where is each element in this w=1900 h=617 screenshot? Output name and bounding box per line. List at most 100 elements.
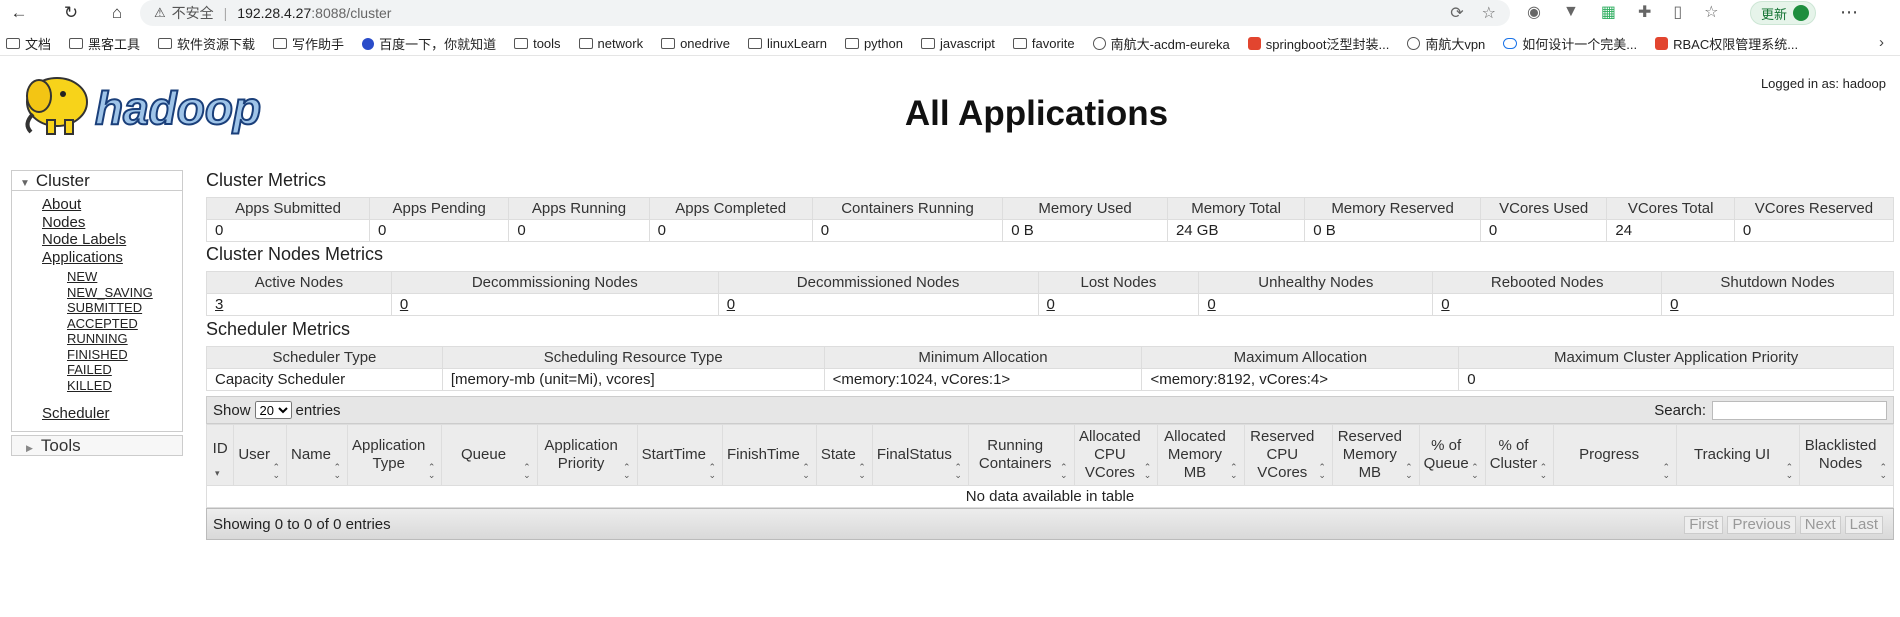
bookmark-item[interactable]: 如何设计一个完美...	[1503, 34, 1637, 53]
bookmark-item[interactable]: 文档	[6, 34, 51, 53]
bookmark-item[interactable]: springboot泛型封装...	[1247, 34, 1389, 53]
bookmark-item[interactable]: 写作助手	[273, 34, 344, 53]
column-header-of-cluster[interactable]: % of Cluster⌃⌄	[1484, 424, 1555, 486]
column-header-label: Application Type	[352, 437, 426, 472]
sidebar-item-new-saving[interactable]: NEW_SAVING	[67, 284, 153, 300]
column-header-reserved-cpu-vcores[interactable]: Reserved CPU VCores⌃⌄	[1243, 424, 1333, 486]
update-button[interactable]: 更新	[1750, 1, 1817, 25]
sidebar-item-submitted[interactable]: SUBMITTED	[67, 300, 143, 315]
bookmark-item[interactable]: 南航大vpn	[1407, 34, 1485, 53]
bookmark-item[interactable]: RBAC权限管理系统...	[1655, 34, 1798, 53]
extensions-icon[interactable]: ✚	[1637, 4, 1652, 21]
search-input[interactable]	[1712, 401, 1887, 420]
sidebar-item-scheduler[interactable]: Scheduler	[42, 405, 110, 422]
translate-icon[interactable]: ⟳	[1450, 5, 1464, 22]
column-header-label: Progress	[1579, 446, 1640, 463]
column-header-progress[interactable]: Progress⌃⌄	[1553, 424, 1678, 486]
metric-value-link[interactable]: 0	[1441, 296, 1450, 313]
column-header-user[interactable]: User⌃⌄	[233, 424, 287, 486]
cluster-nav-header[interactable]: ▼Cluster	[12, 171, 182, 191]
address-bar[interactable]: ⚠ 不安全 | 192.28.4.27:8088/cluster ⟳ ☆	[140, 0, 1510, 26]
home-icon[interactable]: ⌂	[111, 3, 123, 22]
bookmark-item[interactable]: linuxLearn	[747, 36, 827, 51]
column-header-application-priority[interactable]: Application Priority⌃⌄	[536, 424, 638, 486]
metric-cell: 0	[369, 219, 510, 242]
column-header-finishtime[interactable]: FinishTime⌃⌄	[722, 424, 817, 486]
column-header-finalstatus[interactable]: FinalStatus⌃⌄	[871, 424, 969, 486]
cluster-metrics-title: Cluster Metrics	[206, 170, 327, 190]
bookmark-item[interactable]: favorite	[1012, 36, 1075, 51]
column-header-application-type[interactable]: Application Type⌃⌄	[347, 424, 443, 486]
bookmark-item[interactable]: onedrive	[661, 36, 730, 51]
bookmark-item[interactable]: javascript	[921, 36, 995, 51]
metric-value-link[interactable]: 0	[726, 296, 736, 313]
metric-value-link[interactable]: 3	[215, 296, 224, 313]
column-header-of-queue[interactable]: % of Queue⌃⌄	[1418, 424, 1486, 486]
chevron-right-icon[interactable]: ›	[1879, 34, 1884, 51]
sidebar-item-failed[interactable]: FAILED	[67, 362, 112, 377]
bookmark-item[interactable]: 软件资源下载	[158, 34, 255, 53]
column-header-tracking-ui[interactable]: Tracking UI⌃⌄	[1676, 424, 1801, 486]
metric-header-memory-used: Memory Used	[1002, 197, 1168, 220]
sidebar-item-applications[interactable]: Applications	[42, 248, 123, 266]
bookmark-label: linuxLearn	[766, 36, 827, 51]
column-header-allocated-memory-mb[interactable]: Allocated Memory MB⌃⌄	[1157, 424, 1245, 486]
cloud-icon	[1503, 38, 1518, 49]
hadoop-logo[interactable]: hadoop	[13, 62, 313, 150]
pager-previous-button[interactable]: Previous	[1727, 516, 1796, 534]
pager-last-button[interactable]: Last	[1844, 516, 1883, 534]
sidebar-item-accepted[interactable]: ACCEPTED	[67, 315, 138, 331]
star-icon[interactable]: ☆	[1481, 5, 1496, 22]
bookmark-item[interactable]: tools	[514, 36, 561, 51]
pager-first-button[interactable]: First	[1684, 516, 1724, 534]
column-header-queue[interactable]: Queue⌃⌄	[441, 424, 538, 486]
more-menu-icon[interactable]: ⋯	[1840, 2, 1858, 22]
sidebar-item-node-labels[interactable]: Node Labels	[42, 231, 127, 248]
column-header-state[interactable]: State⌃⌄	[815, 424, 873, 486]
column-header-reserved-memory-mb[interactable]: Reserved Memory MB⌃⌄	[1331, 424, 1420, 486]
page-size-select[interactable]: 20	[254, 401, 292, 419]
column-header-running-containers[interactable]: Running Containers⌃⌄	[967, 424, 1075, 486]
column-header-starttime[interactable]: StartTime⌃⌄	[636, 424, 724, 486]
column-header-allocated-cpu-vcores[interactable]: Allocated CPU VCores⌃⌄	[1073, 424, 1159, 486]
hadoop-wordmark: hadoop	[95, 82, 261, 134]
sort-desc-icon: ▾	[215, 468, 220, 478]
metric-value-link[interactable]: 0	[1670, 296, 1679, 313]
metric-value-link[interactable]: 0	[1207, 296, 1216, 313]
sidebar-item-new[interactable]: NEW	[67, 269, 98, 284]
pager-next-button[interactable]: Next	[1799, 516, 1841, 534]
sidebar-item-about[interactable]: About	[42, 196, 82, 213]
column-header-id[interactable]: ID▾	[205, 424, 235, 486]
address-separator: |	[223, 5, 228, 21]
sidebar-item-running[interactable]: RUNNING	[67, 331, 128, 346]
column-header-blacklisted-nodes[interactable]: Blacklisted Nodes⌃⌄	[1799, 424, 1894, 486]
metric-cell: 0	[1458, 368, 1894, 391]
bookmark-label: favorite	[1031, 36, 1075, 51]
column-header-name[interactable]: Name⌃⌄	[285, 424, 349, 486]
extension-circle-icon[interactable]: ◉	[1527, 4, 1541, 21]
metric-value: 0 B	[1011, 222, 1034, 239]
metric-value-link[interactable]: 0	[399, 296, 409, 313]
sidebar-item-killed[interactable]: KILLED	[67, 377, 112, 393]
extension-grid-icon[interactable]: ▦	[1600, 4, 1616, 21]
metric-value-link[interactable]: 0	[1046, 296, 1055, 313]
bookmark-item[interactable]: 黑客工具	[69, 34, 140, 53]
folder-icon	[1012, 38, 1027, 49]
back-icon[interactable]: ←	[10, 3, 28, 22]
metric-header-vcores-used: VCores Used	[1479, 197, 1608, 220]
reload-icon[interactable]: ↻	[63, 3, 79, 22]
sidebar-item-nodes[interactable]: Nodes	[42, 213, 86, 231]
sidebar-item-finished[interactable]: FINISHED	[67, 346, 128, 362]
bookmark-item[interactable]: network	[578, 36, 643, 51]
metric-header-minimum-allocation: Minimum Allocation	[823, 346, 1143, 369]
favorites-icon[interactable]: ☆	[1704, 4, 1719, 21]
warning-icon: ⚠	[154, 5, 166, 20]
sort-both-icon: ⌃⌄	[1230, 462, 1238, 480]
extension-vue-icon[interactable]: ▼	[1562, 3, 1579, 20]
bookmark-item[interactable]: 南航大-acdm-eureka	[1092, 34, 1230, 53]
bookmark-item[interactable]: python	[844, 36, 903, 51]
tools-nav-header[interactable]: ▶Tools	[11, 435, 183, 456]
split-screen-icon[interactable]: ▯	[1673, 4, 1683, 21]
bookmark-item[interactable]: 百度一下，你就知道	[362, 34, 496, 53]
metric-value: 0	[820, 222, 830, 239]
